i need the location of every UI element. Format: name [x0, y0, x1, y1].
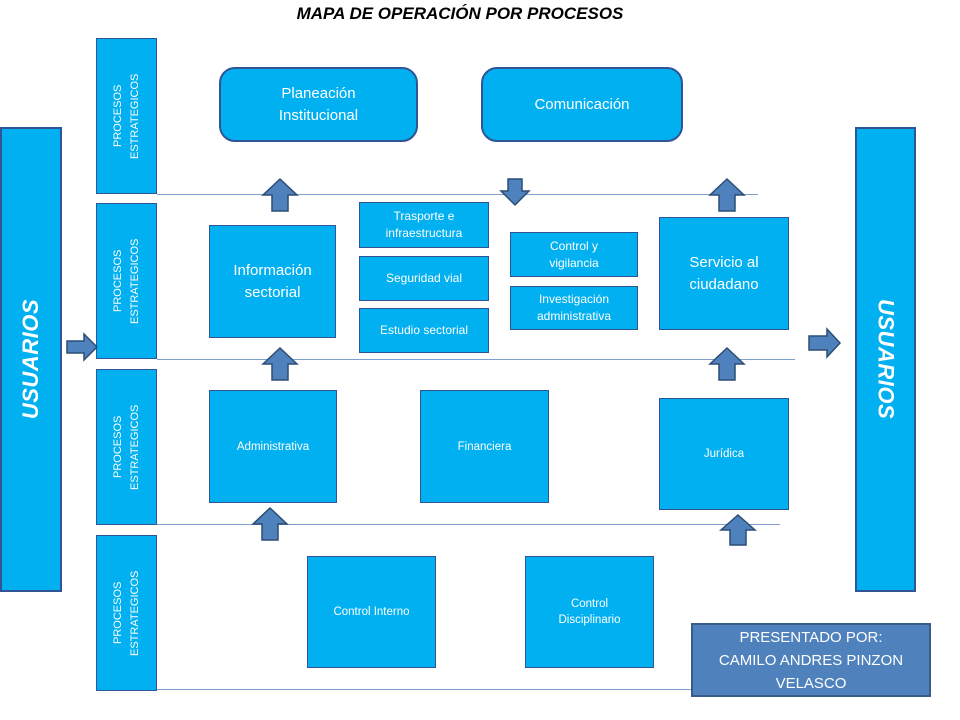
process-box-juridica: Jurídica	[659, 398, 789, 510]
process-label: Administrativa	[236, 440, 310, 453]
process-label: Jurídica	[703, 448, 745, 460]
process-box-seguridad: Seguridad vial	[359, 256, 489, 301]
lane-label-box: PROCESOS ESTRATEGICOS	[96, 369, 157, 525]
arrow-up-icon	[719, 513, 757, 546]
process-label: Planeación Institucional	[278, 84, 359, 124]
process-label: Seguridad vial	[385, 271, 463, 285]
arrow-up-icon	[708, 346, 746, 381]
process-label: Servicio al ciudadano	[689, 253, 759, 293]
users-right-bar: USUARIOS	[855, 127, 916, 592]
lane-label: PROCESOS ESTRATEGICOS	[111, 238, 141, 324]
process-label: Investigación administrativa	[536, 292, 612, 323]
lane-label: PROCESOS ESTRATEGICOS	[111, 570, 141, 656]
process-box-financiera: Financiera	[420, 390, 549, 503]
process-label: Trasporte e infraestructura	[385, 209, 463, 240]
process-box-servicio: Servicio al ciudadano	[659, 217, 789, 330]
arrow-up-icon	[261, 346, 299, 381]
process-label: Estudio sectorial	[379, 323, 469, 337]
page-title: MAPA DE OPERACIÓN POR PROCESOS	[296, 4, 624, 23]
lane-label: PROCESOS ESTRATEGICOS	[111, 73, 141, 159]
lane-label-box: PROCESOS ESTRATEGICOS	[96, 535, 157, 691]
presenter-label: PRESENTADO POR:	[739, 628, 883, 646]
arrow-up-icon	[251, 506, 289, 541]
process-label: Control Interno	[333, 606, 410, 618]
arrow-right-icon	[808, 327, 842, 359]
lane-label-box: PROCESOS ESTRATEGICOS	[96, 203, 157, 359]
lane-label: PROCESOS ESTRATEGICOS	[111, 404, 141, 490]
users-left-label: USUARIOS	[18, 299, 43, 420]
process-box-control-disciplinario: Control Disciplinario	[525, 556, 654, 668]
arrow-down-icon	[499, 178, 531, 207]
arrow-right-icon	[66, 332, 99, 362]
process-box-informacion: Información sectorial	[209, 225, 336, 338]
arrow-up-icon	[261, 177, 299, 212]
process-box-control-interno: Control Interno	[307, 556, 436, 668]
lane-divider	[157, 194, 758, 195]
process-box-control-vigilancia: Control y vigilancia	[510, 232, 638, 277]
process-box-trasporte: Trasporte e infraestructura	[359, 202, 489, 248]
lane-label-box: PROCESOS ESTRATEGICOS	[96, 38, 157, 194]
process-box-administrativa: Administrativa	[209, 390, 337, 503]
arrow-up-icon	[708, 177, 746, 212]
lane-divider	[157, 359, 795, 360]
process-label: Control y vigilancia	[549, 238, 599, 270]
lane-divider	[157, 689, 691, 690]
process-box-investigacion: Investigación administrativa	[510, 286, 638, 330]
presenter-box: PRESENTADO POR: CAMILO ANDRES PINZON VEL…	[691, 623, 931, 697]
process-box-comunicacion: Comunicación	[481, 67, 683, 142]
process-box-estudio: Estudio sectorial	[359, 308, 489, 353]
process-label: Financiera	[457, 440, 512, 453]
process-label: Información sectorial	[233, 261, 312, 301]
process-box-planeacion: Planeación Institucional	[219, 67, 418, 142]
users-left-bar: USUARIOS	[0, 127, 62, 592]
presenter-name: CAMILO ANDRES PINZON VELASCO	[718, 651, 904, 692]
process-label: Control Disciplinario	[558, 598, 621, 626]
users-right-label: USUARIOS	[873, 299, 899, 420]
lane-divider	[157, 524, 780, 525]
process-label: Comunicación	[534, 95, 630, 113]
